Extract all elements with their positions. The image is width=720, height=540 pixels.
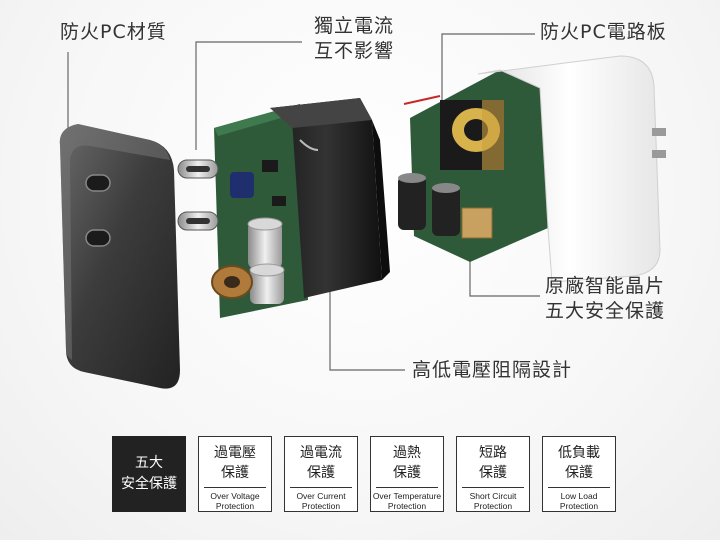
label-fireproof-pc-material: 防火PC材質	[60, 21, 167, 43]
badge-sub-line2: Protection	[559, 501, 599, 511]
badge-sub-line2: Protection	[473, 501, 513, 511]
label-high-low-isolation: 高低電壓阻隔設計	[412, 359, 573, 381]
label-fireproof-pc-board: 防火PC電路板	[540, 21, 667, 43]
badge-title-line2: 保護	[479, 465, 507, 481]
badge-title-line2: 保護	[307, 465, 335, 481]
badge-five-protections: 五大 安全保護	[112, 436, 186, 512]
badge-sub-line2: Protection	[301, 501, 341, 511]
label-original-chip-line1: 原廠智能晶片	[545, 275, 666, 297]
badge-sub-line1: Low Load	[560, 491, 598, 501]
badge-divider	[548, 487, 610, 488]
badge-sub-line1: Over Current	[296, 491, 346, 501]
label-independent-current: 獨立電流 互不影響	[300, 14, 408, 64]
badge-title-line1: 過熱	[393, 445, 421, 461]
label-original-chip-line2: 五大安全保護	[545, 300, 666, 322]
badge-sub-line2: Protection	[387, 501, 427, 511]
isolation-block	[270, 98, 390, 298]
white-shell	[477, 55, 666, 283]
badge-divider	[290, 487, 352, 488]
output-pcb	[177, 104, 308, 318]
badge-title-line1: 過電壓	[214, 445, 256, 461]
badge-title-line1: 短路	[479, 445, 507, 461]
badge-title-line1: 過電流	[300, 445, 342, 461]
front-cover	[59, 124, 181, 389]
input-pcb	[398, 70, 548, 262]
badge-title-line2: 保護	[221, 465, 249, 481]
badge-divider	[204, 487, 266, 488]
label-original-chip: 原廠智能晶片 五大安全保護	[545, 274, 665, 324]
badge-sub-line1: Short Circuit	[469, 491, 517, 501]
badge-sub-line1: Over Temperature	[372, 491, 442, 501]
badge-divider	[376, 487, 438, 488]
badge-header-line1: 五大	[135, 455, 163, 471]
label-independent-current-line2: 互不影響	[313, 40, 394, 62]
badge-title-line1: 低負載	[558, 445, 600, 461]
badge-sub-line1: Over Voltage	[210, 491, 260, 501]
badge-header-line2: 安全保護	[121, 476, 177, 492]
badge-title-line2: 保護	[393, 465, 421, 481]
badge-divider	[462, 487, 524, 488]
badge-title-line2: 保護	[565, 465, 593, 481]
label-independent-current-line1: 獨立電流	[313, 15, 394, 37]
badge-sub-line2: Protection	[215, 501, 255, 511]
